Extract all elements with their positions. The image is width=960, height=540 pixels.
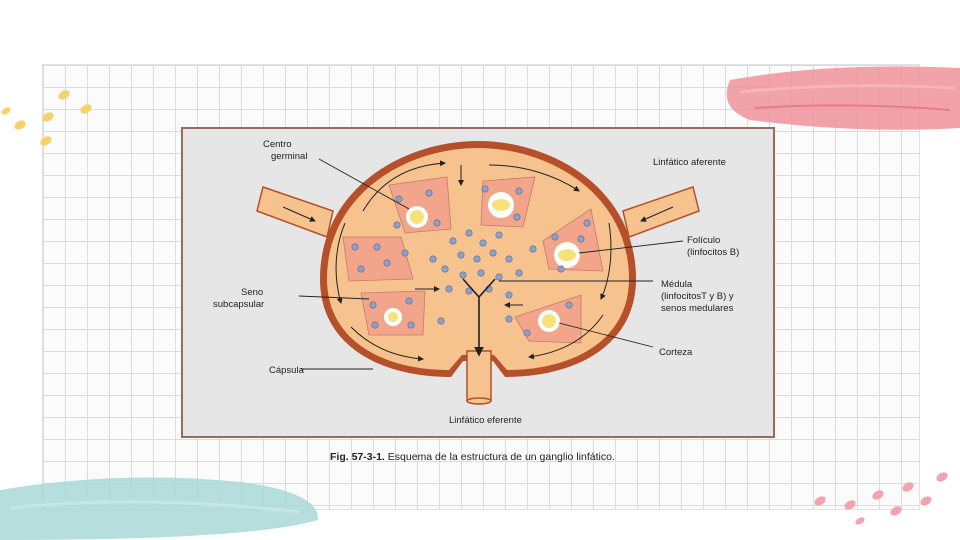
label-corteza: Corteza <box>659 347 693 358</box>
label-medula: senos medulares <box>661 303 734 314</box>
label-centro-germinal: germinal <box>271 151 307 162</box>
label-linfatico-aferente: Linfático aferente <box>653 157 726 168</box>
pink-brush-stroke <box>726 66 960 130</box>
figure-caption: Fig. 57-3-1. Esquema de la estructura de… <box>330 451 615 463</box>
label-medula: (linfocitosT y B) y <box>661 291 734 302</box>
caption-text: Esquema de la estructura de un ganglio l… <box>384 451 615 463</box>
label-seno-subcapsular: Seno <box>241 287 263 298</box>
label-capsula: Cápsula <box>269 365 305 376</box>
label-linfatico-eferente: Linfático eferente <box>449 415 522 426</box>
lymphocytes <box>351 185 591 337</box>
germinal-center <box>406 206 428 228</box>
label-foliculo: Folículo <box>687 235 720 246</box>
efferent-vessel <box>466 350 492 402</box>
germinal-center <box>554 242 580 268</box>
pink-dots <box>814 472 948 525</box>
germinal-center <box>538 310 560 332</box>
lymph-node-figure: Centro germinal Linfático aferente Folíc… <box>181 127 775 438</box>
follicle <box>388 176 452 234</box>
label-medula: Médula <box>661 279 693 290</box>
label-foliculo: (linfocitos B) <box>687 247 739 258</box>
follicle <box>342 236 414 282</box>
germinal-center <box>488 192 514 218</box>
leader-lines <box>298 158 684 370</box>
lymph-node-diagram: Centro germinal Linfático aferente Folíc… <box>213 139 739 426</box>
teal-brush-stroke <box>0 477 319 540</box>
caption-number: Fig. 57-3-1. <box>330 451 385 463</box>
label-centro-germinal: Centro <box>263 139 292 150</box>
label-seno-subcapsular: subcapsular <box>213 299 264 310</box>
sinus-flow-arrows <box>282 160 674 362</box>
yellow-dots <box>1 90 92 146</box>
germinal-center <box>384 308 402 326</box>
